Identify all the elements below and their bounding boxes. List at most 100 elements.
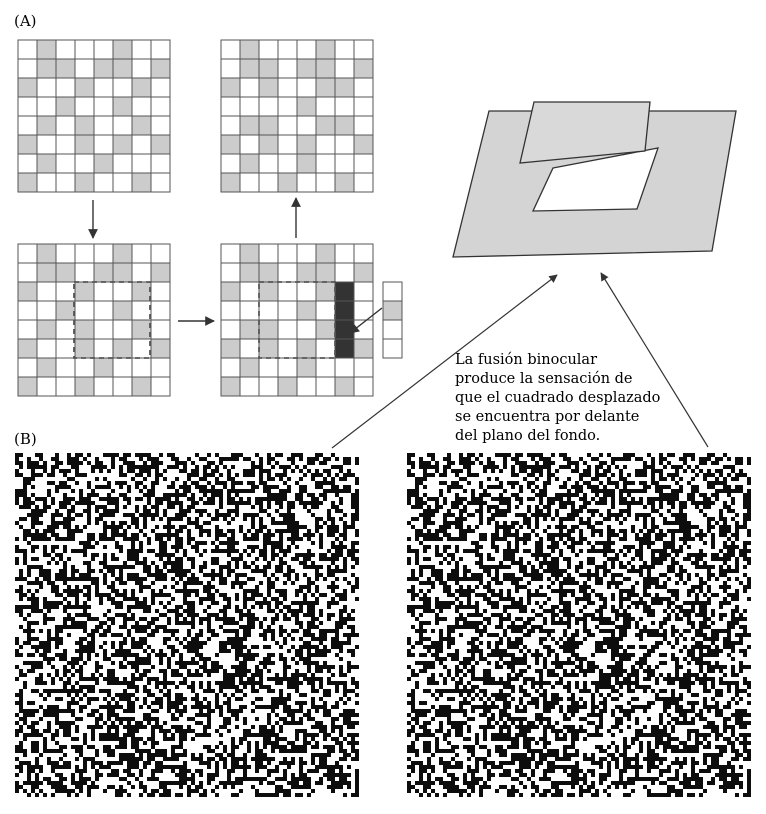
caption-line: se encuentra por delante xyxy=(455,409,639,425)
grid-cell xyxy=(36,77,57,98)
grid-cell xyxy=(258,172,279,193)
shaded-cell xyxy=(150,58,171,79)
shaded-cell xyxy=(93,262,114,283)
grid-cell xyxy=(112,115,133,136)
shaded-cell xyxy=(239,115,260,136)
shaded-cell xyxy=(258,58,279,79)
black-cell xyxy=(334,300,355,321)
shaded-cell xyxy=(74,319,95,340)
grid-cell xyxy=(74,96,95,117)
grid-cell xyxy=(36,172,57,193)
grid-cell xyxy=(36,300,57,321)
grid-cell xyxy=(277,96,298,117)
shaded-cell xyxy=(36,153,57,174)
shaded-cell xyxy=(150,134,171,155)
strip-cell xyxy=(382,319,403,340)
grid-cell xyxy=(277,319,298,340)
grid-cell xyxy=(296,115,317,136)
grid-cell xyxy=(220,357,241,378)
shaded-cell xyxy=(315,281,336,302)
grid-cell xyxy=(315,153,336,174)
grid-cell xyxy=(239,300,260,321)
shaded-cell xyxy=(296,262,317,283)
grid-cell xyxy=(220,39,241,60)
grid-cell xyxy=(55,243,76,264)
arrow-strip xyxy=(349,307,383,334)
strip-cell xyxy=(382,338,403,359)
grid-top-right xyxy=(220,39,374,193)
shaded-cell xyxy=(315,243,336,264)
shaded-cell xyxy=(220,172,241,193)
grid-cell xyxy=(296,319,317,340)
shaded-cell xyxy=(36,357,57,378)
grid-cell xyxy=(353,77,374,98)
strip-cell xyxy=(382,300,403,321)
shaded-cell xyxy=(220,338,241,359)
caption-line: produce la sensación de xyxy=(455,371,633,387)
grid-cell xyxy=(112,376,133,397)
shaded-cell xyxy=(353,262,374,283)
shaded-cell xyxy=(93,153,114,174)
shaded-cell xyxy=(74,134,95,155)
grid-cell xyxy=(277,338,298,359)
grid-cell xyxy=(334,39,355,60)
shaded-cell xyxy=(74,376,95,397)
grid-cell xyxy=(239,281,260,302)
shaded-cell xyxy=(334,376,355,397)
grid-cell xyxy=(74,39,95,60)
shaded-cell xyxy=(150,338,171,359)
grid-cell xyxy=(334,58,355,79)
grid-cell xyxy=(150,319,171,340)
grid-cell xyxy=(74,243,95,264)
grid-cell xyxy=(277,357,298,378)
shaded-cell xyxy=(296,357,317,378)
grid-bottom-left xyxy=(17,243,171,397)
stereogram-right xyxy=(407,453,751,797)
grid-cell xyxy=(239,96,260,117)
grid-cell xyxy=(112,153,133,174)
shaded-cell xyxy=(315,39,336,60)
grid-cell xyxy=(220,262,241,283)
shaded-cell xyxy=(296,338,317,359)
shaded-cell xyxy=(315,115,336,136)
grid-cell xyxy=(258,243,279,264)
grid-cell xyxy=(277,77,298,98)
shaded-cell xyxy=(131,115,152,136)
grid-cell xyxy=(93,39,114,60)
grid-cell xyxy=(239,134,260,155)
shaded-cell xyxy=(258,319,279,340)
grid-cell xyxy=(93,338,114,359)
grid-cell xyxy=(258,39,279,60)
grid-cell xyxy=(277,39,298,60)
grid-cell xyxy=(55,338,76,359)
grid-cell xyxy=(315,376,336,397)
grid-cell xyxy=(55,172,76,193)
shaded-cell xyxy=(112,300,133,321)
grid-cell xyxy=(353,153,374,174)
shaded-cell xyxy=(150,262,171,283)
shaded-cell xyxy=(315,58,336,79)
grid-cell xyxy=(93,96,114,117)
grid-cell xyxy=(334,357,355,378)
grid-cell xyxy=(353,376,374,397)
grid-cell xyxy=(353,172,374,193)
grid-cell xyxy=(17,153,38,174)
grid-cell xyxy=(112,357,133,378)
grid-cell xyxy=(220,319,241,340)
shaded-cell xyxy=(93,357,114,378)
shaded-cell xyxy=(315,319,336,340)
grid-cell xyxy=(220,153,241,174)
shaded-cell xyxy=(17,376,38,397)
shaded-cell xyxy=(220,134,241,155)
shaded-cell xyxy=(220,281,241,302)
grid-cell xyxy=(17,96,38,117)
grid-cell xyxy=(93,300,114,321)
shaded-cell xyxy=(55,96,76,117)
shaded-cell xyxy=(36,115,57,136)
shaded-cell xyxy=(315,262,336,283)
shaded-cell xyxy=(315,77,336,98)
shaded-cell xyxy=(112,243,133,264)
grid-cell xyxy=(55,153,76,174)
grid-cell xyxy=(150,39,171,60)
grid-cell xyxy=(74,153,95,174)
